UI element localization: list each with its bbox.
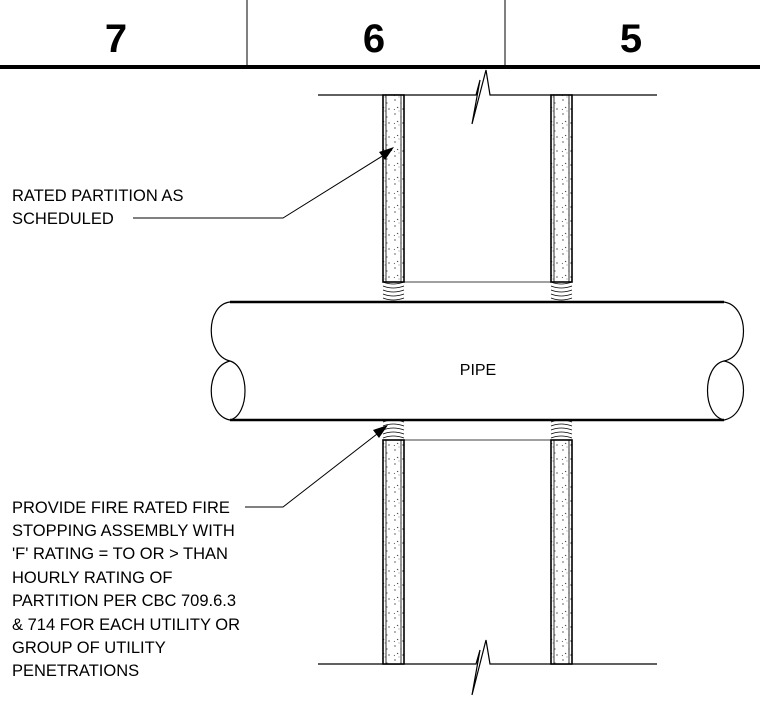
pipe-break-right [706,301,744,421]
partition-right-lower [550,439,573,665]
firestop-sealant-bottom-right [550,419,573,439]
note-firestop-line-8: PENETRATIONS [12,662,139,680]
firestop-sealant-top-right [550,281,573,301]
pipe-break-left [210,301,246,421]
break-line-bottom [318,639,657,696]
firestop-sealant-top-left [382,281,405,301]
note-rated-partition: RATED PARTITION AS SCHEDULED [12,187,188,228]
note-firestop-line-3: 'F' RATING = TO OR > THAN [12,545,228,563]
break-line-top [318,69,657,125]
firestop-sealant-bottom-left [382,419,405,439]
pipe: PIPE [210,300,744,422]
note-partition-line-2: SCHEDULED [12,210,114,228]
grid-column-label-7: 7 [105,17,127,61]
note-firestop-line-2: STOPPING ASSEMBLY WITH [12,522,235,540]
note-firestop-line-5: PARTITION PER CBC 709.6.3 [12,592,236,610]
note-firestop-line-1: PROVIDE FIRE RATED FIRE [12,499,230,517]
partition-left-lower [382,439,405,665]
grid-column-label-6: 6 [363,17,385,61]
note-firestop: PROVIDE FIRE RATED FIRE STOPPING ASSEMBL… [12,499,245,680]
grid-column-label-5: 5 [620,17,642,61]
partition-left-upper [382,94,405,283]
note-firestop-line-4: HOURLY RATING OF [12,569,172,587]
note-firestop-line-6: & 714 FOR EACH UTILITY OR [12,616,240,634]
note-partition-line-1: RATED PARTITION AS [12,187,183,205]
pipe-label: PIPE [460,362,496,379]
partition-right-upper [550,94,573,283]
leader-partition [133,147,394,219]
leader-firestop [245,425,388,508]
note-firestop-line-7: GROUP OF UTILITY [12,639,166,657]
grid-header: 7 6 5 [0,0,760,69]
